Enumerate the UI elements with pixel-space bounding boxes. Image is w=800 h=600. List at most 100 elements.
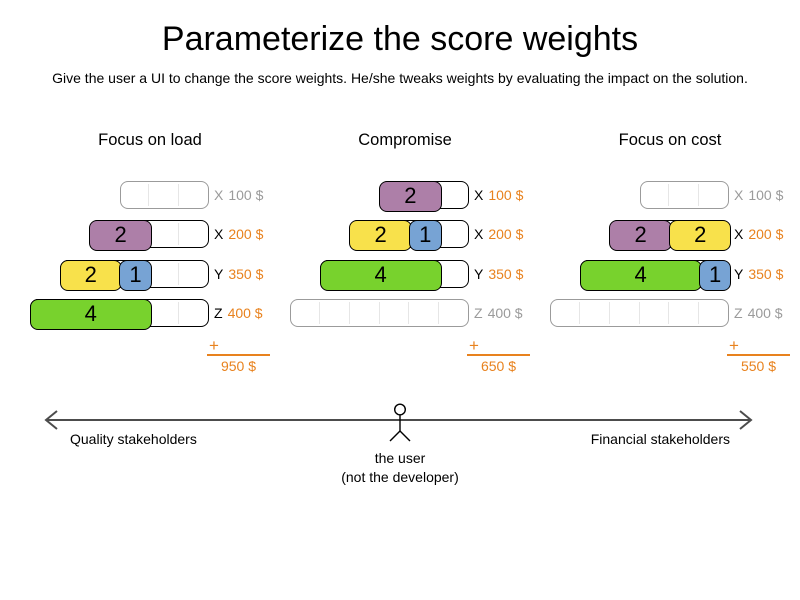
block-value: 2 — [374, 222, 387, 247]
weight-row — [639, 181, 729, 209]
weight-block: 2 — [379, 180, 442, 212]
weight-block: 2 — [349, 219, 412, 251]
row-price: 200 $ — [488, 226, 524, 242]
weight-row — [550, 299, 729, 327]
row-letter: Y — [214, 266, 224, 282]
sum-rule — [207, 354, 270, 356]
block-value: 2 — [114, 222, 127, 247]
page-title: Parameterize the score weights — [161, 20, 639, 58]
plus-sign: + — [729, 336, 739, 355]
right-arrowhead-icon — [739, 410, 753, 430]
row-letter: Z — [474, 305, 483, 321]
row-price: 350 $ — [228, 266, 264, 282]
block-value: 2 — [404, 183, 417, 208]
user-label-line2: (not the developer) — [341, 469, 459, 485]
sum-rule — [467, 354, 530, 356]
cell-divider — [178, 263, 180, 285]
row-price: 200 $ — [228, 226, 264, 242]
row-price: 350 $ — [488, 266, 524, 282]
block-value: 4 — [634, 262, 647, 287]
row-price: 400 $ — [227, 305, 263, 321]
weight-row: 4 — [29, 298, 209, 330]
weight-row: 2 — [379, 180, 469, 212]
row-price: 200 $ — [748, 226, 784, 242]
cell-divider — [668, 184, 670, 206]
cell-divider — [438, 302, 440, 324]
row-price: 350 $ — [748, 266, 784, 282]
total-value: 950 $ — [220, 358, 257, 374]
row-letter: X — [474, 226, 484, 242]
column-title: Focus on load — [98, 131, 202, 149]
row-letter: Y — [474, 266, 484, 282]
row-letter: Z — [734, 305, 743, 321]
block-value: 4 — [84, 301, 97, 326]
plus-sign: + — [209, 336, 219, 355]
row-letter: X — [734, 226, 744, 242]
weight-block: 2 — [609, 219, 672, 251]
cell-divider — [698, 302, 700, 324]
block-value: 2 — [84, 262, 97, 287]
weight-block: 4 — [579, 259, 702, 291]
cell-divider — [148, 184, 150, 206]
weight-row — [290, 299, 469, 327]
weight-row: 4 — [319, 259, 469, 291]
axis-left-label: Quality stakeholders — [70, 431, 197, 447]
weight-block: 1 — [119, 259, 152, 291]
row-price: 400 $ — [487, 305, 523, 321]
weight-block: 2 — [89, 219, 152, 251]
cell-divider — [178, 302, 180, 324]
block-value: 1 — [419, 222, 432, 247]
cell-divider — [638, 302, 640, 324]
weight-row: 2 — [89, 219, 209, 251]
total-value: 650 $ — [480, 358, 517, 374]
row-letter: Z — [214, 305, 223, 321]
user-stick-figure-icon — [389, 403, 411, 442]
column-title: Focus on cost — [618, 131, 722, 149]
subtitle: Give the user a UI to change the score w… — [52, 70, 748, 86]
row-price: 100 $ — [748, 187, 784, 203]
row-letter: X — [214, 226, 224, 242]
stakeholder-axis — [44, 403, 753, 442]
axis-right-label: Financial stakeholders — [590, 431, 730, 447]
block-value: 1 — [708, 262, 722, 287]
weight-block: 4 — [319, 259, 442, 291]
cell-divider — [348, 302, 350, 324]
row-letter: X — [474, 187, 484, 203]
cell-divider — [668, 302, 670, 324]
row-letter: X — [734, 187, 744, 203]
cell-divider — [608, 302, 610, 324]
weight-block: 2 — [59, 259, 123, 291]
user-label-line1: the user — [374, 450, 426, 466]
left-arrowhead-icon — [44, 410, 58, 430]
cell-divider — [408, 302, 410, 324]
cell-divider — [178, 184, 180, 206]
total-value: 550 $ — [740, 358, 777, 374]
sum-rule — [727, 354, 790, 356]
cell-divider — [378, 302, 380, 324]
block-value: 4 — [374, 262, 387, 287]
cell-divider — [318, 302, 320, 324]
plus-sign: + — [469, 336, 479, 355]
row-letter: X — [214, 187, 224, 203]
row-price: 100 $ — [488, 187, 524, 203]
row-price: 100 $ — [228, 187, 264, 203]
row-price: 400 $ — [747, 305, 783, 321]
weight-block: 2 — [668, 219, 732, 251]
weight-row — [119, 181, 209, 209]
